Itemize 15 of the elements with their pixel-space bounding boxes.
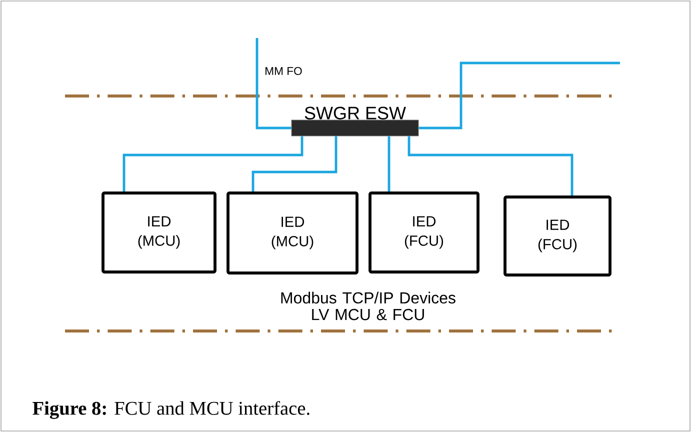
edge-label: MM FO — [266, 67, 302, 75]
device-box: IED (FCU) — [504, 196, 612, 276]
cable-line — [408, 136, 574, 196]
cable-line — [122, 136, 304, 192]
device-box: IED (MCU) — [102, 192, 216, 274]
cable-line — [256, 38, 292, 130]
device-box: IED (FCU) — [368, 192, 480, 274]
cable-line — [252, 136, 338, 192]
network-switch: SWGR ESW — [291, 106, 419, 136]
figure-caption: Figure 8: FCU and MCU interface. — [32, 401, 310, 419]
device-box: IED (MCU) — [226, 192, 358, 274]
group-label: Modbus TCP/IP Devices LV MCU & FCU — [281, 292, 456, 320]
cable-line — [418, 62, 620, 130]
node-label: SWGR ESW — [304, 106, 406, 120]
cable-line — [388, 136, 390, 192]
